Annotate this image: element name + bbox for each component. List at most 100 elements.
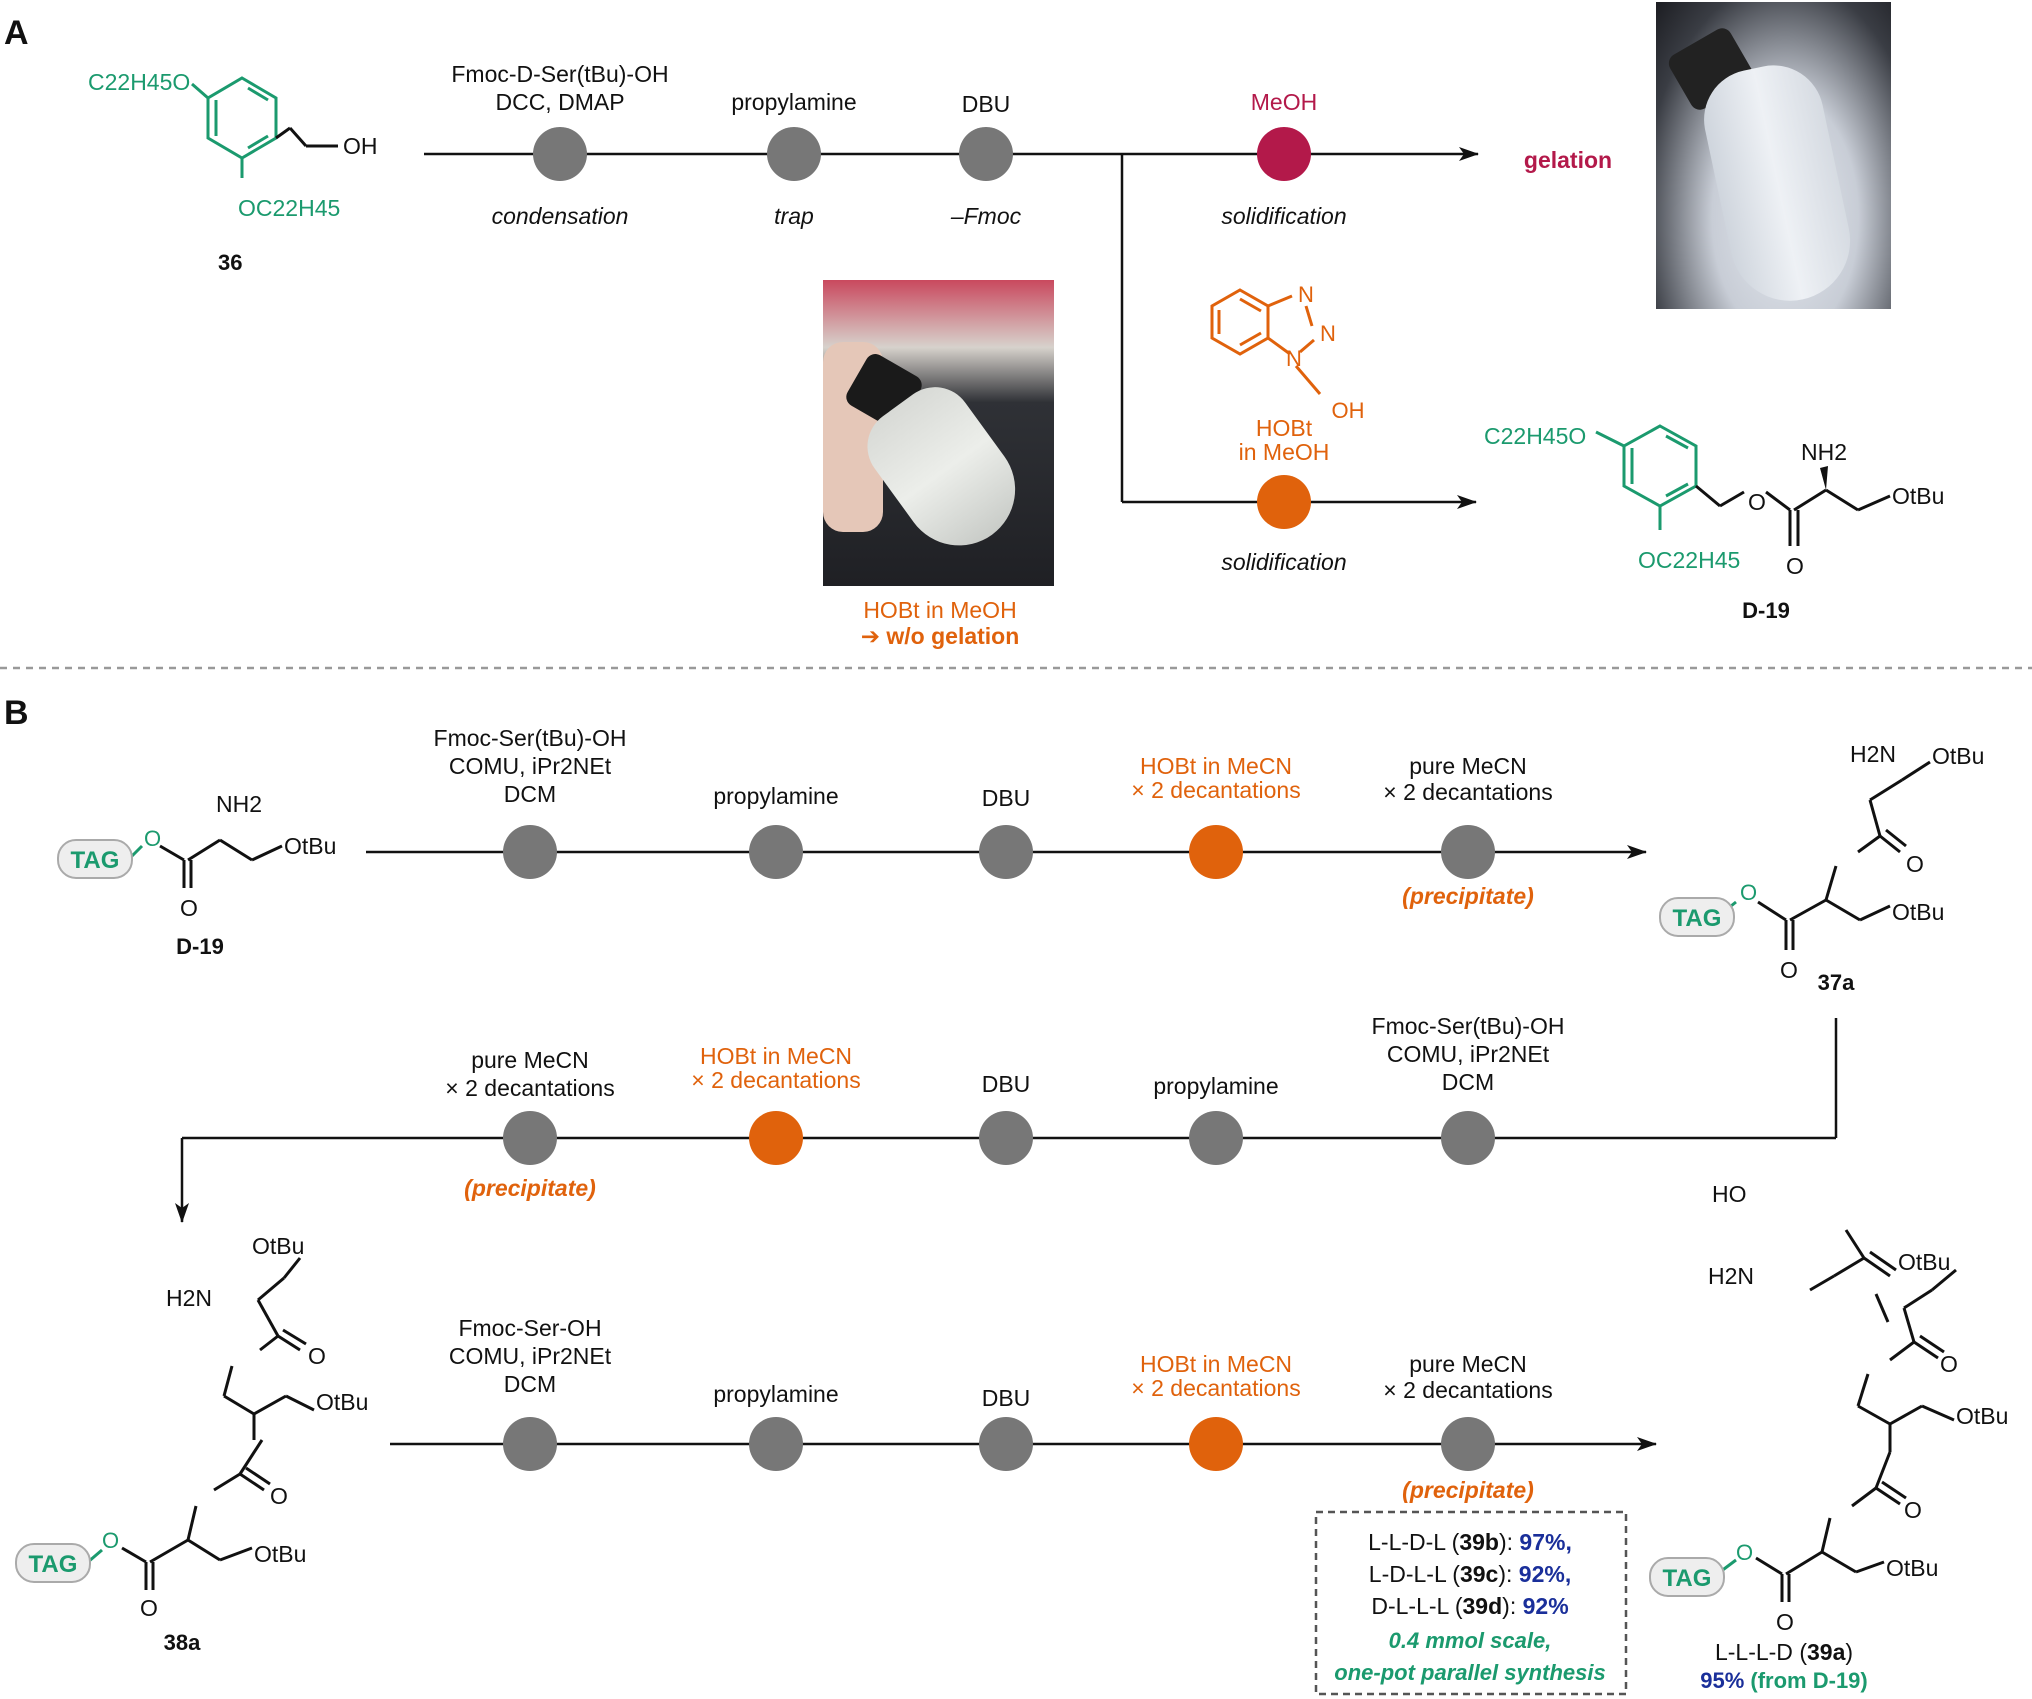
result-39b-yield: 97%, [1519, 1529, 1571, 1555]
row3-node-3 [979, 1417, 1033, 1471]
hobt-structure [1210, 288, 1322, 395]
d19-ether: OtBu [1892, 483, 1944, 509]
svg-text:95% (from D-19): 95% (from D-19) [1700, 1668, 1868, 1693]
row3-node-1 [503, 1417, 557, 1471]
row1-reagent-3: DBU [982, 785, 1031, 811]
step-label-fmoc: –Fmoc [950, 203, 1022, 229]
38a-name: 38a [164, 1630, 201, 1655]
svg-text:L-D-L-L (39c): 9: L-D-L-L (39c): 92%, [1369, 1561, 1571, 1587]
product-39a-structure [1719, 1229, 1957, 1602]
39a-ether2: OtBu [1956, 1403, 2008, 1429]
row1-reagent-1a: Fmoc-Ser(tBu)-OH [434, 725, 627, 751]
hobt-n1: N [1298, 282, 1314, 307]
panel-label-b: B [4, 694, 29, 732]
svg-text:L-L-D-L (39b): 9: L-L-D-L (39b): 97%, [1368, 1529, 1572, 1555]
39a-yield: 95% [1700, 1668, 1744, 1693]
photo-caption-line1: HOBt in MeOH [863, 597, 1016, 623]
37a-name: 37a [1818, 970, 1855, 995]
hobt-n3: N [1286, 346, 1302, 371]
start-ester-o: O [144, 826, 161, 851]
hobt-reagent-line1: HOBt [1256, 415, 1313, 441]
svg-text:D-L-L-L (39d): 9: D-L-L-L (39d): 92% [1371, 1593, 1568, 1619]
39a-ether3: OtBu [1898, 1249, 1950, 1275]
d19-top-substituent: C22H45O [1484, 423, 1586, 449]
results-note-2: one-pot parallel synthesis [1334, 1660, 1605, 1685]
results-line-1: L-L-D-L (39b): 97%, [1368, 1529, 1572, 1555]
row1-reagent-1b: COMU, iPr2NEt [449, 753, 612, 779]
row1-node-5 [1441, 825, 1495, 879]
row1-reagent-1c: DCM [504, 781, 556, 807]
38a-ether1: OtBu [254, 1541, 306, 1567]
37a-carbonyl-o: O [1780, 957, 1798, 983]
tag-start-label: TAG [71, 847, 120, 874]
row3-reagent-1b: COMU, iPr2NEt [449, 1343, 612, 1369]
row3-node-5 [1441, 1417, 1495, 1471]
38a-ester-o: O [102, 1528, 119, 1553]
compound-36-bottom-substituent: OC22H45 [238, 195, 340, 221]
d19-carbonyl-o: O [1786, 553, 1804, 579]
37a-carbonyl2-o: O [1906, 851, 1924, 877]
step-label-trap: trap [774, 203, 814, 229]
d19-wedge [1820, 466, 1828, 490]
row2-reagent-3: DBU [982, 1071, 1031, 1097]
hobt-photo [823, 280, 1054, 586]
39a-yield-line: 95% (from D-19) [1700, 1668, 1868, 1693]
row3-reagent-4a: HOBt in MeCN [1140, 1351, 1292, 1377]
tag-start [57, 839, 133, 879]
row3-reagent-5b: × 2 decantations [1383, 1377, 1552, 1403]
step-reagent-1a: Fmoc-D-Ser(tBu)-OH [451, 61, 668, 87]
result-39d-seq: D-L-L-L [1371, 1593, 1449, 1619]
39a-hydroxyl: HO [1712, 1181, 1747, 1207]
step-node-deprotection [959, 127, 1013, 181]
start-amine: NH2 [216, 791, 262, 817]
38a-carbonyl3-o: O [308, 1343, 326, 1369]
row2-reagent-5c: DCM [1442, 1069, 1494, 1095]
tag-37a [1659, 897, 1735, 937]
row3-reagent-1c: DCM [504, 1371, 556, 1397]
row2-reagent-5b: COMU, iPr2NEt [1387, 1041, 1550, 1067]
row2-reagent-4: propylamine [1153, 1073, 1278, 1099]
result-39c-yield: 92%, [1519, 1561, 1571, 1587]
38a-ether2: OtBu [316, 1389, 368, 1415]
result-39d-yield: 92% [1523, 1593, 1569, 1619]
compound-36-number: 36 [218, 250, 242, 275]
results-line-2: L-D-L-L (39c): 92%, [1369, 1561, 1571, 1587]
row3-node-4 [1189, 1417, 1243, 1471]
step-label-condensation: condensation [492, 203, 629, 229]
38a-carbonyl-o: O [140, 1595, 158, 1621]
row3-reagent-5a: pure MeCN [1409, 1351, 1527, 1377]
start-carbonyl-o: O [180, 895, 198, 921]
39a-label-line: L-L-L-D (39a) [1715, 1639, 1853, 1665]
39a-ether1: OtBu [1886, 1555, 1938, 1581]
d19-amine: NH2 [1801, 439, 1847, 465]
row2-note: (precipitate) [464, 1175, 596, 1201]
row2-node-4 [1189, 1111, 1243, 1165]
d19-bottom-substituent: OC22H45 [1638, 547, 1740, 573]
row3-reagent-2: propylamine [713, 1381, 838, 1407]
37a-ether1: OtBu [1892, 899, 1944, 925]
step-node-hobt [1257, 475, 1311, 529]
row2-reagent-2a: HOBt in MeCN [700, 1043, 852, 1069]
row2-reagent-2b: × 2 decantations [691, 1067, 860, 1093]
row1-node-3 [979, 825, 1033, 879]
row2-node-1 [503, 1111, 557, 1165]
39a-id: 39a [1807, 1639, 1846, 1665]
step-node-trap [767, 127, 821, 181]
gelation-result: gelation [1524, 147, 1612, 173]
result-39c-seq: L-D-L-L [1369, 1561, 1447, 1587]
39a-amine: H2N [1708, 1263, 1754, 1289]
row1-reagent-4a: HOBt in MeCN [1140, 753, 1292, 779]
38a-carbonyl2-o: O [270, 1483, 288, 1509]
hobt-reagent-line2: in MeOH [1239, 439, 1330, 465]
row1-reagent-4b: × 2 decantations [1131, 777, 1300, 803]
row3-node-2 [749, 1417, 803, 1471]
branch-gel-label: solidification [1221, 203, 1346, 229]
37a-amine: H2N [1850, 741, 1896, 767]
step-reagent-2: propylamine [731, 89, 856, 115]
results-box [1314, 1510, 1628, 1696]
branch-hobt-label: solidification [1221, 549, 1346, 575]
row3-reagent-1a: Fmoc-Ser-OH [458, 1315, 601, 1341]
step-node-condensation [533, 127, 587, 181]
row2-reagent-1a: pure MeCN [471, 1047, 589, 1073]
